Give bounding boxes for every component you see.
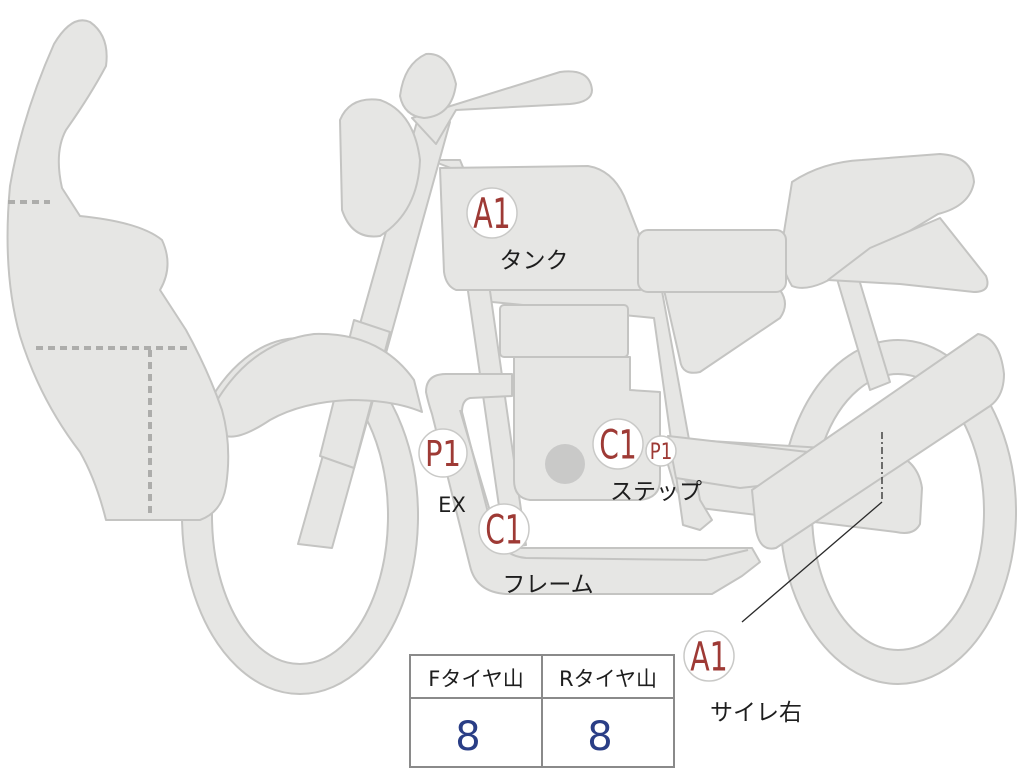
marker-badge [478, 503, 530, 555]
marker-grade: C1 [485, 507, 523, 553]
marker-part-label: ステップ [610, 479, 702, 505]
marker-grade: P1 [650, 440, 673, 465]
front-tire-value: 8 [455, 714, 480, 760]
engine-head [499, 304, 629, 358]
marker-badge [645, 435, 677, 467]
side-plate [637, 229, 787, 293]
fairing-seams [8, 200, 192, 514]
mirror [399, 52, 457, 119]
marker-grade: A1 [690, 634, 728, 680]
marker-part-label: サイレ右 [710, 700, 802, 726]
marker-grade: C1 [599, 422, 637, 468]
marker-grade: P1 [425, 434, 461, 475]
side-cover [663, 289, 786, 374]
front-fender [215, 332, 423, 438]
headlight [339, 98, 421, 238]
front-tire-header: Fタイヤ山 [428, 667, 523, 691]
marker-badge [683, 630, 735, 682]
marker-part-label: EX [438, 493, 466, 517]
marker-badge [592, 418, 644, 470]
tire-table: Fタイヤ山 Rタイヤ山 8 8 [409, 654, 675, 768]
rear-tire-value: 8 [587, 714, 612, 760]
tail [827, 217, 989, 293]
rear-tire-header: Rタイヤ山 [559, 667, 657, 691]
marker-part-label: フレーム [502, 572, 593, 598]
marker-badge [466, 187, 518, 239]
engine-case-dot [545, 444, 585, 484]
marker-part-label: タンク [500, 248, 569, 274]
muffler-leader [741, 432, 883, 623]
marker-badge [418, 428, 468, 478]
muffler [751, 333, 1005, 550]
marker-grade: A1 [473, 189, 511, 238]
fairing [6, 19, 230, 521]
seat [780, 153, 975, 289]
rear-wheel [779, 339, 1017, 685]
handlebar [411, 70, 593, 145]
